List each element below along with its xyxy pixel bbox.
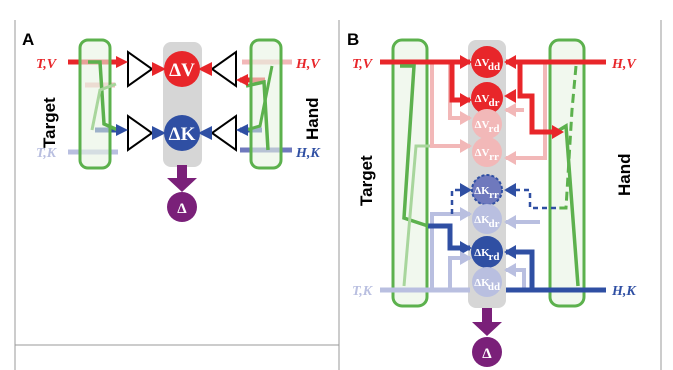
svg-text:dd: dd bbox=[488, 281, 500, 293]
panel-a-output-label: Δ bbox=[177, 201, 187, 217]
panel-a-right-v-triangle bbox=[210, 50, 237, 88]
panel-b-hk-label: H,K bbox=[611, 284, 637, 299]
svg-text:ΔK: ΔK bbox=[474, 185, 490, 197]
panel-b-node-krd: ΔK rd bbox=[471, 236, 503, 268]
panel-b-hand-green-dashed bbox=[556, 65, 578, 210]
panel-b-faint-red-path-right bbox=[506, 62, 547, 160]
panel-b-output-node bbox=[472, 337, 502, 367]
panel-b-arrow-krr-right bbox=[504, 183, 516, 197]
panel-b-arrow-krd-left bbox=[460, 241, 472, 255]
svg-text:rd: rd bbox=[489, 251, 500, 263]
panel-b-arrow-rr-right bbox=[504, 151, 516, 165]
panel-b-node-kdd: ΔK dd bbox=[472, 267, 502, 297]
panel-b-node-vdr: ΔV dr bbox=[471, 82, 503, 114]
panel-b-target-lightgreen-path bbox=[402, 144, 430, 287]
panel-a-target-label: Target bbox=[40, 97, 59, 148]
svg-text:dr: dr bbox=[489, 97, 500, 109]
panel-b-tk-label: T,K bbox=[352, 284, 374, 299]
panel-a-hv-label: H,V bbox=[295, 57, 321, 72]
panel-b-arrow-kdd-right bbox=[504, 263, 516, 277]
panel-b-faint-red-path-left bbox=[430, 62, 470, 148]
svg-text:ΔK: ΔK bbox=[474, 277, 490, 289]
panel-b-tv-label: T,V bbox=[352, 57, 374, 72]
panel-a-delta-v-node bbox=[164, 51, 200, 87]
svg-text:ΔV: ΔV bbox=[475, 147, 490, 159]
panel-a-letter: A bbox=[22, 30, 34, 49]
panel-a-hk-arrowhead bbox=[236, 124, 248, 136]
panel-a-output-node bbox=[167, 192, 197, 222]
panel-a-delta-k-node bbox=[164, 115, 200, 151]
panel-a-hk-label: H,K bbox=[295, 146, 321, 161]
panel-b-faint-blue-path-left-2 bbox=[430, 212, 470, 290]
panel-b-node-vrr: ΔV rr bbox=[472, 137, 502, 167]
panel-b-hv-to-dr bbox=[517, 62, 552, 135]
panel-a-left-k-triangle bbox=[127, 114, 154, 152]
panel-b-dashed-rr-right bbox=[506, 188, 556, 210]
panel-b-arrow-rd-right bbox=[504, 103, 516, 117]
panel-b-arrow-dr-left bbox=[460, 93, 472, 107]
panel-b-node-krr: ΔK rr bbox=[471, 174, 503, 206]
panel-b-arrow-krr-left bbox=[460, 183, 472, 197]
panel-b-arrow-rr-left bbox=[460, 139, 472, 153]
panel-b-arrow-dd-right bbox=[504, 55, 516, 69]
panel-b-node-kdr: ΔK dr bbox=[472, 204, 502, 234]
panel-a-tk-arrowhead bbox=[116, 124, 128, 136]
panel-b-hv-label: H,V bbox=[611, 57, 637, 72]
panel-b-arrow-kdr-left bbox=[460, 207, 472, 221]
panel-a-k-right-arrow bbox=[198, 126, 212, 140]
panel-b-arrow-dr-right bbox=[504, 89, 516, 103]
panel-a-hand-label: Hand bbox=[303, 98, 322, 141]
panel-b-hand-label: Hand bbox=[615, 154, 634, 197]
panel-a-hand-green-path bbox=[245, 79, 270, 151]
panel-a-tv-arrowhead bbox=[116, 56, 128, 68]
panel-a-right-k-triangle bbox=[210, 114, 237, 152]
svg-text:dr: dr bbox=[489, 218, 500, 230]
panel-b-output-arrowhead bbox=[472, 322, 502, 336]
panel-a-delta-k-label: ΔK bbox=[169, 124, 196, 145]
panel-b-output-stem bbox=[482, 308, 492, 324]
panel-a-k-left-arrow bbox=[152, 126, 166, 140]
panel-a-output-stem bbox=[177, 165, 187, 179]
svg-text:ΔK: ΔK bbox=[474, 214, 490, 226]
panel-a: A ΔV bbox=[22, 30, 322, 222]
panel-a-v-left-arrow bbox=[152, 62, 166, 76]
panel-a-tk-label: T,K bbox=[36, 146, 58, 161]
panel-a-tv-label: T,V bbox=[36, 57, 58, 72]
panel-b-letter: B bbox=[347, 30, 359, 49]
panel-b-arrow-krd-right bbox=[504, 245, 516, 259]
svg-text:rd: rd bbox=[489, 123, 500, 135]
panel-a-target-box bbox=[78, 38, 112, 170]
panel-b-arrow-hv-in bbox=[552, 125, 564, 139]
panel-b-arrow-kdr-right bbox=[504, 215, 516, 229]
panel-b-output-label: Δ bbox=[482, 346, 492, 362]
panel-b-target-box bbox=[391, 38, 429, 308]
svg-text:ΔK: ΔK bbox=[474, 247, 490, 259]
panel-a-target-lightgreen-path bbox=[90, 82, 117, 131]
svg-text:dd: dd bbox=[488, 61, 500, 73]
panel-b-node-vdd: ΔV dd bbox=[471, 46, 503, 78]
panel-a-delta-v-label: ΔV bbox=[169, 60, 195, 81]
panel-a-target-green-path bbox=[88, 60, 119, 132]
panel-b: B bbox=[347, 30, 637, 367]
svg-text:ΔV: ΔV bbox=[475, 93, 490, 105]
panel-b-node-vrd: ΔV rd bbox=[472, 109, 502, 139]
svg-text:ΔV: ΔV bbox=[475, 119, 490, 131]
panel-b-hand-box bbox=[548, 38, 586, 308]
panel-a-hv-arrowhead bbox=[236, 74, 248, 86]
svg-text:rr: rr bbox=[489, 189, 499, 201]
panel-b-arrow-kdd-left bbox=[460, 251, 472, 265]
svg-text:rr: rr bbox=[489, 151, 499, 163]
panel-a-v-right-arrow bbox=[198, 62, 212, 76]
panel-b-arrowheads bbox=[460, 55, 564, 277]
panel-b-target-label: Target bbox=[357, 155, 376, 206]
panel-b-hk-to-dd bbox=[506, 249, 552, 293]
svg-text:ΔV: ΔV bbox=[475, 57, 490, 69]
panel-a-left-v-triangle bbox=[127, 50, 154, 88]
panel-b-arrow-rd-left bbox=[460, 111, 472, 125]
panel-a-output-arrowhead bbox=[167, 178, 197, 192]
panel-b-arrow-dd-left bbox=[460, 55, 472, 69]
panel-a-hand-green-path-2 bbox=[245, 65, 274, 132]
panel-b-target-green-path bbox=[400, 64, 429, 228]
